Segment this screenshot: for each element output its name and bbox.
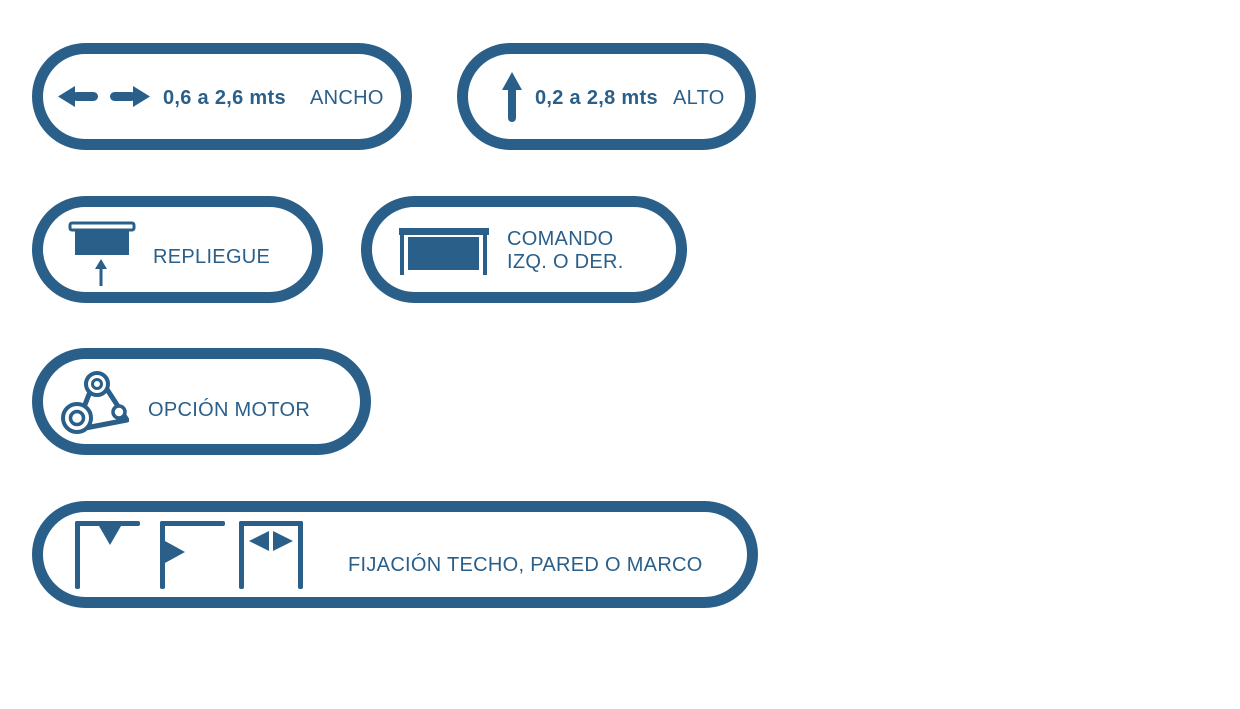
width-label: ANCHO: [310, 87, 384, 109]
width-range: 0,6 a 2,6 mts: [163, 87, 286, 109]
motor-label: OPCIÓN MOTOR: [148, 399, 311, 421]
control-line2: IZQ. O DER.: [507, 251, 624, 273]
width-feature: 0,6 a 2,6 mts ANCHO: [32, 43, 412, 150]
fold-label: REPLIEGUE: [153, 246, 271, 268]
height-label: ALTO: [673, 87, 725, 109]
fold-feature: REPLIEGUE: [32, 196, 323, 303]
blind-frame-icon: [399, 228, 489, 276]
roller-blind-up-icon: [67, 221, 139, 287]
control-line1: COMANDO: [507, 228, 614, 250]
mount-feature: FIJACIÓN TECHO, PARED O MARCO: [32, 501, 758, 608]
frame-mount-icon: [239, 521, 309, 591]
ceiling-mount-icon: [75, 521, 145, 591]
mount-label: FIJACIÓN TECHO, PARED O MARCO: [348, 554, 703, 576]
wall-mount-icon: [160, 521, 230, 591]
horizontal-arrows-icon: [58, 84, 150, 110]
height-feature: 0,2 a 2,8 mts ALTO: [457, 43, 756, 150]
control-feature: COMANDO IZQ. O DER.: [361, 196, 687, 303]
motor-feature: OPCIÓN MOTOR: [32, 348, 371, 455]
height-range: 0,2 a 2,8 mts: [535, 87, 658, 109]
up-arrow-icon: [500, 72, 524, 124]
belt-pulley-icon: [59, 368, 129, 438]
